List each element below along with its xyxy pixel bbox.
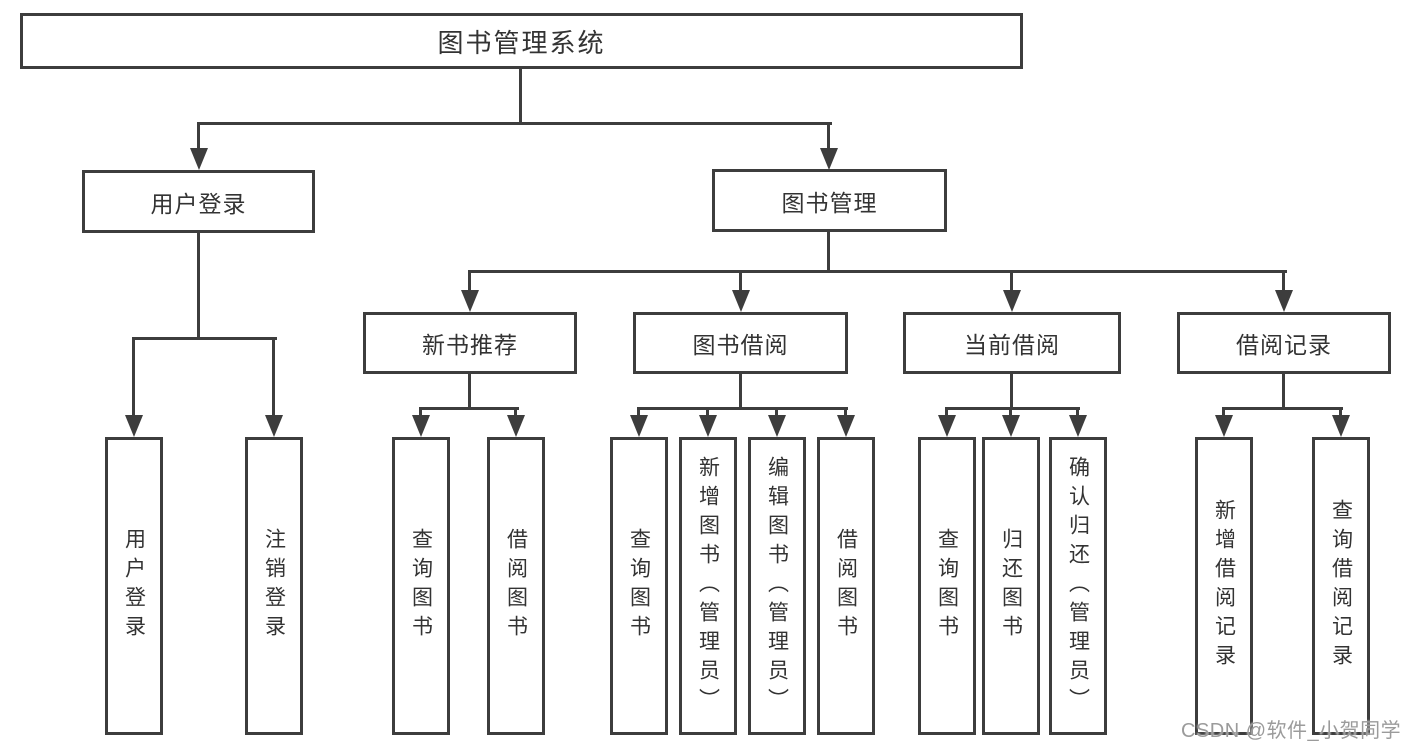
node-label: 图书管理系统	[437, 27, 606, 58]
node-label: 用户登录	[150, 190, 247, 217]
node-label: 确认归还（管理员）	[1066, 455, 1090, 717]
arrow-down-icon	[1069, 415, 1087, 437]
node-label: 查询图书	[627, 528, 651, 644]
arrow-down-icon	[699, 415, 717, 437]
connector-line	[1282, 371, 1285, 409]
leaf-return-books: 归还图书	[982, 437, 1040, 735]
connector-line	[468, 270, 471, 292]
node-book-management: 图书管理	[712, 169, 947, 232]
node-user-login: 用户登录	[82, 170, 315, 233]
arrow-down-icon	[630, 415, 648, 437]
leaf-logout: 注销登录	[245, 437, 303, 735]
leaf-query-books: 查询图书	[392, 437, 450, 735]
connector-line	[945, 407, 948, 417]
arrow-down-icon	[1215, 415, 1233, 437]
connector-line	[132, 337, 135, 417]
node-label: 借阅记录	[1236, 332, 1332, 358]
node-borrowing-records: 借阅记录	[1177, 312, 1391, 374]
leaf-query-borrow-record: 查询借阅记录	[1312, 437, 1370, 735]
arrow-down-icon	[768, 415, 786, 437]
connector-line	[514, 407, 517, 417]
connector-line	[827, 122, 830, 152]
connector-line	[519, 66, 522, 124]
node-library-management-system: 图书管理系统	[20, 13, 1023, 69]
leaf-query-books: 查询图书	[610, 437, 668, 735]
connector-line	[775, 407, 778, 417]
leaf-borrow-books: 借阅图书	[817, 437, 875, 735]
arrow-down-icon	[1003, 290, 1021, 312]
connector-line	[419, 407, 519, 410]
connector-line	[1339, 407, 1342, 417]
node-label: 注销登录	[262, 528, 286, 644]
connector-line	[197, 122, 200, 152]
leaf-add-books-admin: 新增图书（管理员）	[679, 437, 737, 735]
arrow-down-icon	[732, 290, 750, 312]
arrow-down-icon	[265, 415, 283, 437]
node-label: 查询图书	[935, 528, 959, 644]
arrow-down-icon	[837, 415, 855, 437]
connector-line	[1282, 270, 1285, 292]
connector-line	[1222, 407, 1343, 410]
connector-line	[637, 407, 640, 417]
node-book-borrowing: 图书借阅	[633, 312, 848, 374]
connector-line	[197, 230, 200, 339]
node-label: 新书推荐	[422, 332, 518, 358]
connector-line	[468, 270, 1287, 273]
arrow-down-icon	[820, 148, 838, 170]
arrow-down-icon	[1332, 415, 1350, 437]
connector-line	[739, 371, 742, 409]
node-label: 借阅图书	[504, 528, 528, 644]
node-label: 当前借阅	[964, 332, 1060, 358]
connector-line	[637, 407, 848, 410]
connector-line	[1010, 270, 1013, 292]
arrow-down-icon	[125, 415, 143, 437]
leaf-edit-books-admin: 编辑图书（管理员）	[748, 437, 806, 735]
node-label: 图书管理	[781, 189, 878, 216]
arrow-down-icon	[507, 415, 525, 437]
connector-line	[706, 407, 709, 417]
arrow-down-icon	[1275, 290, 1293, 312]
node-new-book-recommendation: 新书推荐	[363, 312, 577, 374]
connector-line	[739, 270, 742, 292]
node-label: 新增借阅记录	[1212, 499, 1236, 673]
node-label: 归还图书	[999, 528, 1023, 644]
connector-line	[468, 371, 471, 409]
connector-line	[1010, 371, 1013, 409]
connector-line	[844, 407, 847, 417]
leaf-query-books: 查询图书	[918, 437, 976, 735]
node-label: 查询图书	[409, 528, 433, 644]
node-current-borrowing: 当前借阅	[903, 312, 1121, 374]
leaf-confirm-return-admin: 确认归还（管理员）	[1049, 437, 1107, 735]
connector-line	[197, 122, 832, 125]
node-label: 查询借阅记录	[1329, 499, 1353, 673]
connector-line	[419, 407, 422, 417]
connector-line	[1222, 407, 1225, 417]
arrow-down-icon	[461, 290, 479, 312]
leaf-add-borrow-record: 新增借阅记录	[1195, 437, 1253, 735]
connector-line	[1009, 407, 1012, 417]
arrow-down-icon	[190, 148, 208, 170]
connector-line	[945, 407, 1080, 410]
leaf-borrow-books: 借阅图书	[487, 437, 545, 735]
connector-line	[272, 337, 275, 417]
arrow-down-icon	[412, 415, 430, 437]
connector-line	[827, 229, 830, 272]
arrow-down-icon	[1002, 415, 1020, 437]
node-label: 新增图书（管理员）	[696, 455, 720, 717]
connector-line	[1076, 407, 1079, 417]
leaf-user-login: 用户登录	[105, 437, 163, 735]
node-label: 图书借阅	[692, 332, 789, 358]
connector-line	[132, 337, 277, 340]
node-label: 借阅图书	[834, 528, 858, 644]
node-label: 编辑图书（管理员）	[765, 455, 789, 717]
node-label: 用户登录	[122, 528, 146, 644]
watermark: CSDN @软件_小贺同学	[1181, 720, 1402, 742]
arrow-down-icon	[938, 415, 956, 437]
